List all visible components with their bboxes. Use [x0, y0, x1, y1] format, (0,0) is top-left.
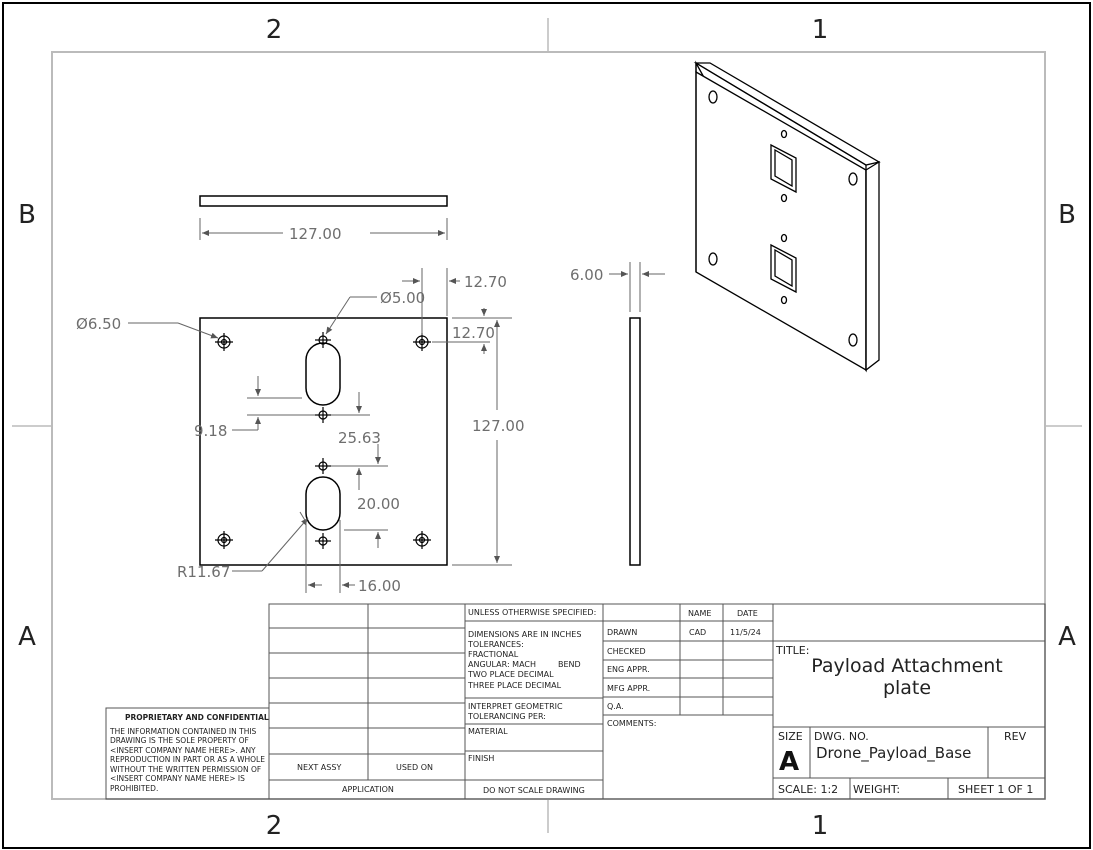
- tb-interpret-0: INTERPRET GEOMETRIC: [468, 702, 563, 711]
- tb-rev-label: REV: [1004, 730, 1027, 743]
- zone-bottom-1: 1: [812, 811, 829, 841]
- tb-proprietary-5: <INSERT COMPANY NAME HERE> IS: [110, 774, 245, 783]
- slot-lower: [305, 476, 341, 531]
- tb-title-line-1: Payload Attachment: [811, 655, 1003, 677]
- zone-ticks: [12, 18, 1082, 833]
- dim-slot-spacing: 25.63: [338, 429, 381, 447]
- tb-do-not-scale: DO NOT SCALE DRAWING: [483, 786, 585, 795]
- tb-name-header: NAME: [688, 609, 711, 618]
- tb-bend: BEND: [558, 660, 581, 669]
- tb-dims-0: DIMENSIONS ARE IN INCHES: [468, 630, 581, 639]
- dim-slot-length: 20.00: [357, 495, 400, 513]
- dim-edge-x: 12.70: [464, 273, 507, 291]
- zone-right-a: A: [1058, 622, 1076, 652]
- isometric-view: [693, 60, 881, 373]
- dim-thickness: [609, 262, 665, 312]
- tb-proprietary-6: PROHIBITED.: [110, 784, 158, 793]
- tb-size-label: SIZE: [778, 730, 803, 743]
- top-view: [199, 195, 448, 207]
- tb-dwg-no: Drone_Payload_Base: [816, 744, 971, 763]
- tb-proprietary-2: <INSERT COMPANY NAME HERE>. ANY: [110, 746, 256, 755]
- dim-slot-width: 16.00: [358, 577, 401, 595]
- tb-application: APPLICATION: [342, 785, 394, 794]
- tb-unless: UNLESS OTHERWISE SPECIFIED:: [468, 608, 596, 617]
- dim-top-width-label: 127.00: [289, 225, 342, 243]
- tb-checked: CHECKED: [607, 647, 646, 656]
- dim-thickness-label: 6.00: [570, 266, 603, 284]
- tb-dims-4: TWO PLACE DECIMAL: [467, 670, 554, 679]
- tb-scale: SCALE: 1:2: [778, 783, 838, 796]
- tb-sheet: SHEET 1 OF 1: [958, 783, 1033, 796]
- tb-qa: Q.A.: [607, 702, 624, 711]
- tb-proprietary-0: THE INFORMATION CONTAINED IN THIS: [109, 727, 257, 736]
- tb-dims-2: FRACTIONAL: [468, 650, 519, 659]
- tb-eng-appr: ENG APPR.: [607, 665, 650, 674]
- tb-proprietary-3: REPRODUCTION IN PART OR AS A WHOLE: [110, 755, 265, 764]
- tb-dims-3: ANGULAR: MACH: [468, 660, 536, 669]
- tb-drawn-date: 11/5/24: [730, 628, 761, 637]
- zone-left-a: A: [18, 622, 36, 652]
- tb-drawn: DRAWN: [607, 628, 637, 637]
- zone-bottom-2: 2: [266, 811, 283, 841]
- side-view: [629, 317, 641, 566]
- tb-title-line-2: plate: [883, 677, 931, 699]
- zone-right-b: B: [1058, 200, 1076, 230]
- tb-size-value: A: [779, 747, 799, 777]
- dim-edge-y: 12.70: [452, 324, 495, 342]
- tb-proprietary-4: WITHOUT THE WRITTEN PERMISSION OF: [110, 765, 261, 774]
- small-holes: [315, 332, 331, 549]
- tb-dwg-no-label: DWG. NO.: [814, 730, 869, 743]
- zone-top-2: 2: [266, 15, 283, 45]
- corner-holes: [215, 333, 431, 549]
- tb-dims-5: THREE PLACE DECIMAL: [467, 681, 562, 690]
- dim-hole-dia-large: Ø6.50: [76, 315, 121, 333]
- dim-hole-dia-small: Ø5.00: [380, 289, 425, 307]
- dim-height: 127.00: [472, 417, 525, 435]
- tb-title-label: TITLE:: [775, 644, 809, 657]
- dim-slot-radius: R11.67: [177, 563, 230, 581]
- tb-date-header: DATE: [737, 609, 758, 618]
- tb-used-on: USED ON: [396, 763, 433, 772]
- tb-next-assy: NEXT ASSY: [297, 763, 341, 772]
- tb-material: MATERIAL: [468, 727, 508, 736]
- dim-top-width: [199, 218, 448, 240]
- tb-mfg-appr: MFG APPR.: [607, 684, 650, 693]
- tb-proprietary-1: DRAWING IS THE SOLE PROPERTY OF: [110, 736, 249, 745]
- zone-left-b: B: [18, 200, 36, 230]
- tb-dims-1: TOLERANCES:: [467, 640, 524, 649]
- tb-finish: FINISH: [468, 754, 494, 763]
- dim-slot-offset: 9.18: [194, 422, 227, 440]
- slot-upper: [305, 342, 341, 406]
- tb-proprietary-title: PROPRIETARY AND CONFIDENTIAL: [125, 713, 269, 722]
- tb-interpret-1: TOLERANCING PER:: [467, 712, 546, 721]
- front-view: [199, 317, 448, 566]
- tb-comments: COMMENTS:: [607, 719, 656, 728]
- tb-drawn-name: CAD: [689, 628, 706, 637]
- zone-top-1: 1: [812, 15, 829, 45]
- tb-weight: WEIGHT:: [853, 783, 900, 796]
- title-block: [105, 603, 1046, 800]
